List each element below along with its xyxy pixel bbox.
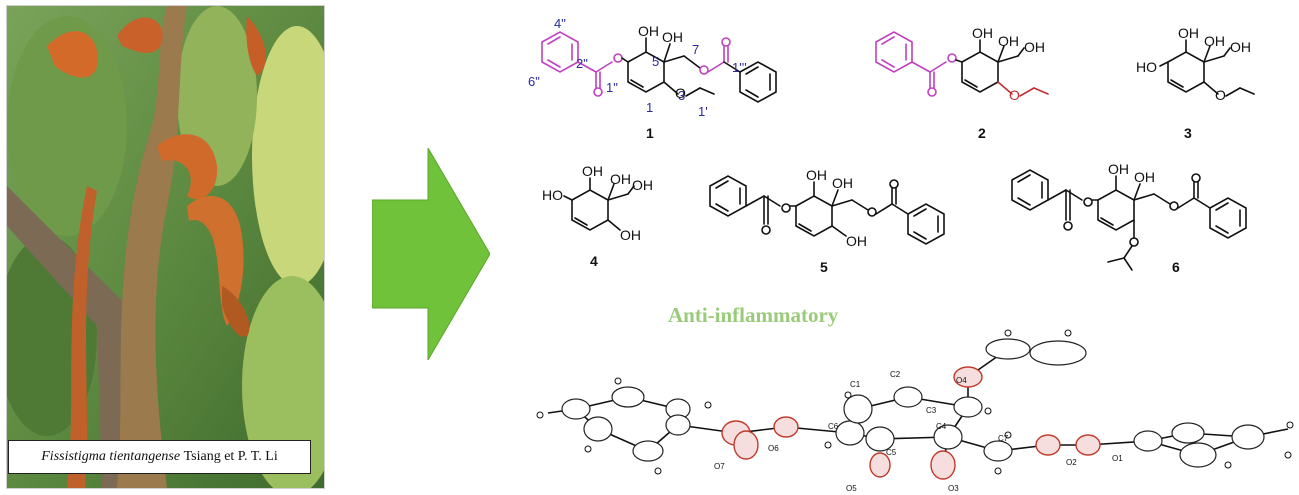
compound-4-structure	[563, 177, 635, 231]
c5-oh-b: OH	[832, 175, 853, 191]
xray-label-o7: O7	[714, 462, 725, 471]
xray-label-c4: C4	[936, 422, 947, 431]
num-1dprime: 1"	[606, 80, 618, 95]
num-7: 7	[692, 42, 699, 57]
xray-label-c6: C6	[828, 422, 839, 431]
xray-label-o4: O4	[956, 376, 967, 385]
num-1prime: 1'	[698, 104, 708, 119]
c2-oh-c: OH	[1024, 39, 1045, 55]
xray-label-c3: C3	[926, 406, 937, 415]
c5-oh-a: OH	[806, 167, 827, 183]
c3-oh-c: OH	[1230, 39, 1251, 55]
xray-label-o3: O3	[948, 484, 959, 493]
compound-5-structure	[709, 175, 945, 245]
num-2dprime: 2"	[576, 56, 588, 71]
c1-oh-b: OH	[662, 29, 683, 45]
compound-1-label: 1	[646, 125, 654, 141]
compound-structures: 4" 2" 6" 1" 1 3 5 7 1' 1''' OH OH O 1 OH…	[528, 16, 1255, 275]
num-1tprime: 1'''	[732, 60, 747, 75]
c4-oh-b: OH	[610, 171, 631, 187]
c3-oh-a: OH	[1178, 25, 1199, 41]
xray-label-c5: C5	[886, 448, 897, 457]
c4-ho: HO	[542, 187, 563, 203]
num-4dprime: 4"	[554, 16, 566, 31]
c1-oh-a: OH	[638, 23, 659, 39]
num-5: 5	[652, 54, 659, 69]
compound-2-structure	[875, 31, 1049, 97]
c4-oh-c: OH	[632, 177, 653, 193]
xray-label-o6: O6	[768, 444, 779, 453]
c6-oh-a: OH	[1108, 161, 1129, 177]
c2-oh-a: OH	[972, 25, 993, 41]
compound-6-label: 6	[1172, 259, 1180, 275]
arrow-shape	[372, 148, 490, 360]
xray-label-o2: O2	[1066, 458, 1077, 467]
xray-label-c2: C2	[890, 370, 901, 379]
c5-oh-c: OH	[846, 233, 867, 249]
plant-photo	[6, 5, 325, 489]
num-1: 1	[646, 100, 653, 115]
xray-label-o1: O1	[1112, 454, 1123, 463]
compound-3-label: 3	[1184, 125, 1192, 141]
c3-o: O	[1215, 87, 1226, 103]
compound-3-structure	[1159, 39, 1255, 97]
caption-authority: Tsiang et P. T. Li	[183, 449, 278, 464]
compound-4-label: 4	[590, 253, 598, 269]
photo-caption: Fissistigma tientangense Tsiang et P. T.…	[8, 440, 311, 474]
num-3: 3	[678, 88, 685, 103]
c2-o: O	[1009, 87, 1020, 103]
activity-title: Anti-inflammatory	[668, 303, 839, 327]
c6-oh-b: OH	[1134, 169, 1155, 185]
c1-o: O	[675, 85, 686, 101]
compound-2-label: 2	[978, 125, 986, 141]
c3-oh-b: OH	[1204, 33, 1225, 49]
c2-oh-b: OH	[998, 33, 1019, 49]
right-arrow-icon	[372, 148, 490, 360]
xray-crystal-structure: C1 C2 C3 C4 C5 C6 C7 O1 O2 O3 O4 O5 O6 O…	[536, 329, 1294, 493]
caption-species: Fissistigma tientangense	[41, 449, 181, 464]
num-6dprime: 6"	[528, 74, 540, 89]
compound-6-structure	[1011, 169, 1247, 271]
c4-oh-d: OH	[620, 227, 641, 243]
c4-oh-a: OH	[582, 163, 603, 179]
xray-label-c7: C7	[998, 434, 1009, 443]
xray-label-o5: O5	[846, 484, 857, 493]
xray-label-c1: C1	[850, 380, 861, 389]
compound-1-structure	[541, 31, 777, 103]
compound-5-label: 5	[820, 259, 828, 275]
c3-ho: HO	[1136, 59, 1157, 75]
